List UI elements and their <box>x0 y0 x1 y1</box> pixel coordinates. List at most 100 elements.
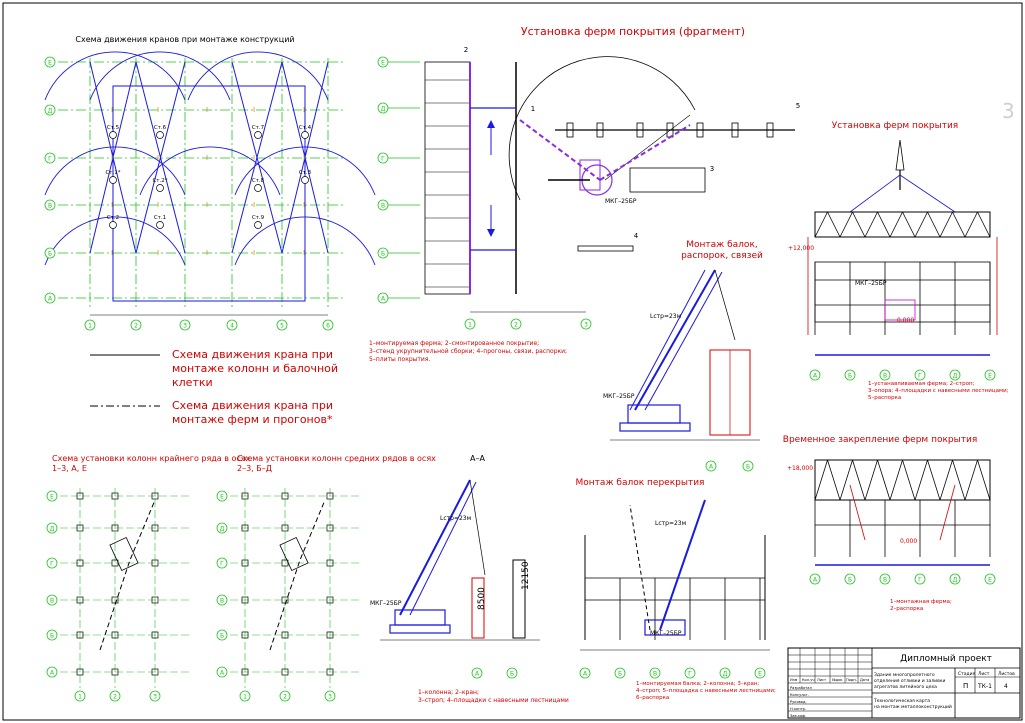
tb-role-1: Консульт. <box>790 693 809 697</box>
cs-col-axis-2 <box>130 319 142 331</box>
fb-boom <box>659 499 706 631</box>
elev-0-a: 0,000 <box>897 317 914 324</box>
columns-mid-axes: 2–3, Б–Д <box>237 464 272 473</box>
truss-note-3: 5–распорка <box>868 395 901 401</box>
col-base <box>151 492 159 500</box>
cs-crane-path <box>231 61 283 254</box>
cs-beam-mark: I <box>253 106 255 114</box>
ti-diag <box>902 211 916 238</box>
truss-install-title: Установка ферм покрытия <box>832 121 958 131</box>
col-base <box>151 668 159 676</box>
cm-grid-row-А-label: А <box>220 670 225 677</box>
tf-col-axis-3-label: 3 <box>584 322 588 329</box>
tx-axis-Д-label: Д <box>953 577 958 584</box>
temp-note-2: 2–распорка <box>890 606 923 612</box>
cs-beam-mark: I <box>303 154 305 162</box>
tf-stand <box>696 122 704 138</box>
col-base <box>281 668 289 676</box>
cs-beam-mark: I <box>253 201 255 209</box>
ti-diag <box>889 211 903 238</box>
cm-grid-row-Г <box>216 557 228 569</box>
beams-note-1: 1–монтируемая балка; 2–колонна; 3–кран; <box>636 681 759 687</box>
section-aa-title: А–А <box>470 454 485 463</box>
fb-axis-А-label: А <box>583 671 588 678</box>
cs-col-axis-4-label: 4 <box>230 323 234 330</box>
tf-row-axis-А <box>377 292 389 304</box>
tb-subject: Здание многопролетного <box>874 672 935 678</box>
cs-beam-mark: I <box>303 106 305 114</box>
ti-axis-Е <box>984 369 996 381</box>
cs-row-axis-А <box>44 292 56 304</box>
col-base <box>76 668 84 676</box>
col-base <box>326 559 334 567</box>
cs-col-axis-5 <box>276 319 288 331</box>
cm-grid-row-Д <box>216 522 228 534</box>
ce-grid-row-Б <box>46 629 58 641</box>
cs-row-axis-Е-label: Е <box>48 60 52 67</box>
ti-diag <box>877 211 891 238</box>
tb-head-sheet: Лист <box>978 671 990 677</box>
ce-grid-row-Б-label: Б <box>50 633 54 640</box>
col-crane <box>279 536 309 572</box>
cs-reach-arc <box>139 146 281 196</box>
ti-axis-Д-label: Д <box>953 373 958 380</box>
legend: Схема движения крана при монтаже колонн … <box>90 348 338 426</box>
col-base <box>111 631 119 639</box>
cs-stop-label: Ст.1 <box>154 215 166 221</box>
fb-axis-А <box>579 667 591 679</box>
floor-beams-title: Монтаж балок перекрытия <box>576 478 705 488</box>
ti-axis-В <box>879 369 891 381</box>
tf-callout-5: 5 <box>796 102 800 110</box>
cs-col-axis-2-label: 2 <box>134 323 138 330</box>
tx-diag <box>964 459 978 501</box>
fb-axis-В <box>649 667 661 679</box>
ti-frame-outline <box>814 261 991 323</box>
bm-boom-chord <box>644 271 723 411</box>
ce-grid-row-Д-label: Д <box>50 526 55 533</box>
col-crane-path <box>99 499 156 651</box>
tb-head-1: Кол.уч <box>802 678 814 682</box>
legend-dashed-1: Схема движения крана при <box>172 399 333 412</box>
tb-role-2: Руковод. <box>790 700 807 704</box>
ce-grid-col-1 <box>74 690 86 702</box>
bm-axis-a-label: А <box>709 464 714 471</box>
tf-col-axis-1 <box>464 318 476 330</box>
col-base <box>76 559 84 567</box>
col-base <box>241 492 249 500</box>
ti-axis-Г <box>914 369 926 381</box>
tf-row-axis-Г <box>377 152 389 164</box>
col-base <box>281 492 289 500</box>
temp-note-1: 1–монтажная ферма; <box>890 599 952 605</box>
ce-grid-col-2 <box>109 690 121 702</box>
cs-beam-mark: I <box>111 154 113 162</box>
ti-axis-А-label: А <box>813 373 818 380</box>
floor-beams-crane: МКГ–25БР <box>650 630 682 637</box>
truss-fragment-title: Установка ферм покрытия (фрагмент) <box>521 25 745 38</box>
ti-axis-Е-label: Е <box>988 373 992 380</box>
ti-diag <box>939 211 953 238</box>
legend-dashed-2: монтаже ферм и прогонов* <box>172 413 333 426</box>
cs-beam-mark: I <box>206 201 208 209</box>
tb-head-4: Подп. <box>846 678 857 682</box>
ce-grid-col-1-label: 1 <box>78 694 82 701</box>
tb-project: Дипломный проект <box>900 654 992 664</box>
cs-col-axis-5-label: 5 <box>280 323 284 330</box>
ti-axis-Б <box>844 369 856 381</box>
cs-stop-marker <box>109 221 117 229</box>
tx-diag <box>814 459 828 501</box>
ti-axis-Г-label: Г <box>918 373 922 380</box>
beam-mount-title-2: распорок, связей <box>681 251 763 261</box>
cs-beam-mark: I <box>157 106 159 114</box>
col-base <box>76 524 84 532</box>
cs-stop-label: Ст.2* <box>152 178 167 184</box>
aa-column-1 <box>471 577 485 639</box>
aa-axis-a-label: А <box>475 671 480 678</box>
col-base <box>111 524 119 532</box>
tf-callout-4: 4 <box>634 232 639 240</box>
fb-axis-Б <box>614 667 626 679</box>
aa-axis-b-label: Б <box>510 671 514 678</box>
tf-row-axis-Д <box>377 102 389 114</box>
cs-row-axis-Б-label: Б <box>48 251 52 258</box>
cs-stop-label: Ст.7 <box>252 125 265 131</box>
